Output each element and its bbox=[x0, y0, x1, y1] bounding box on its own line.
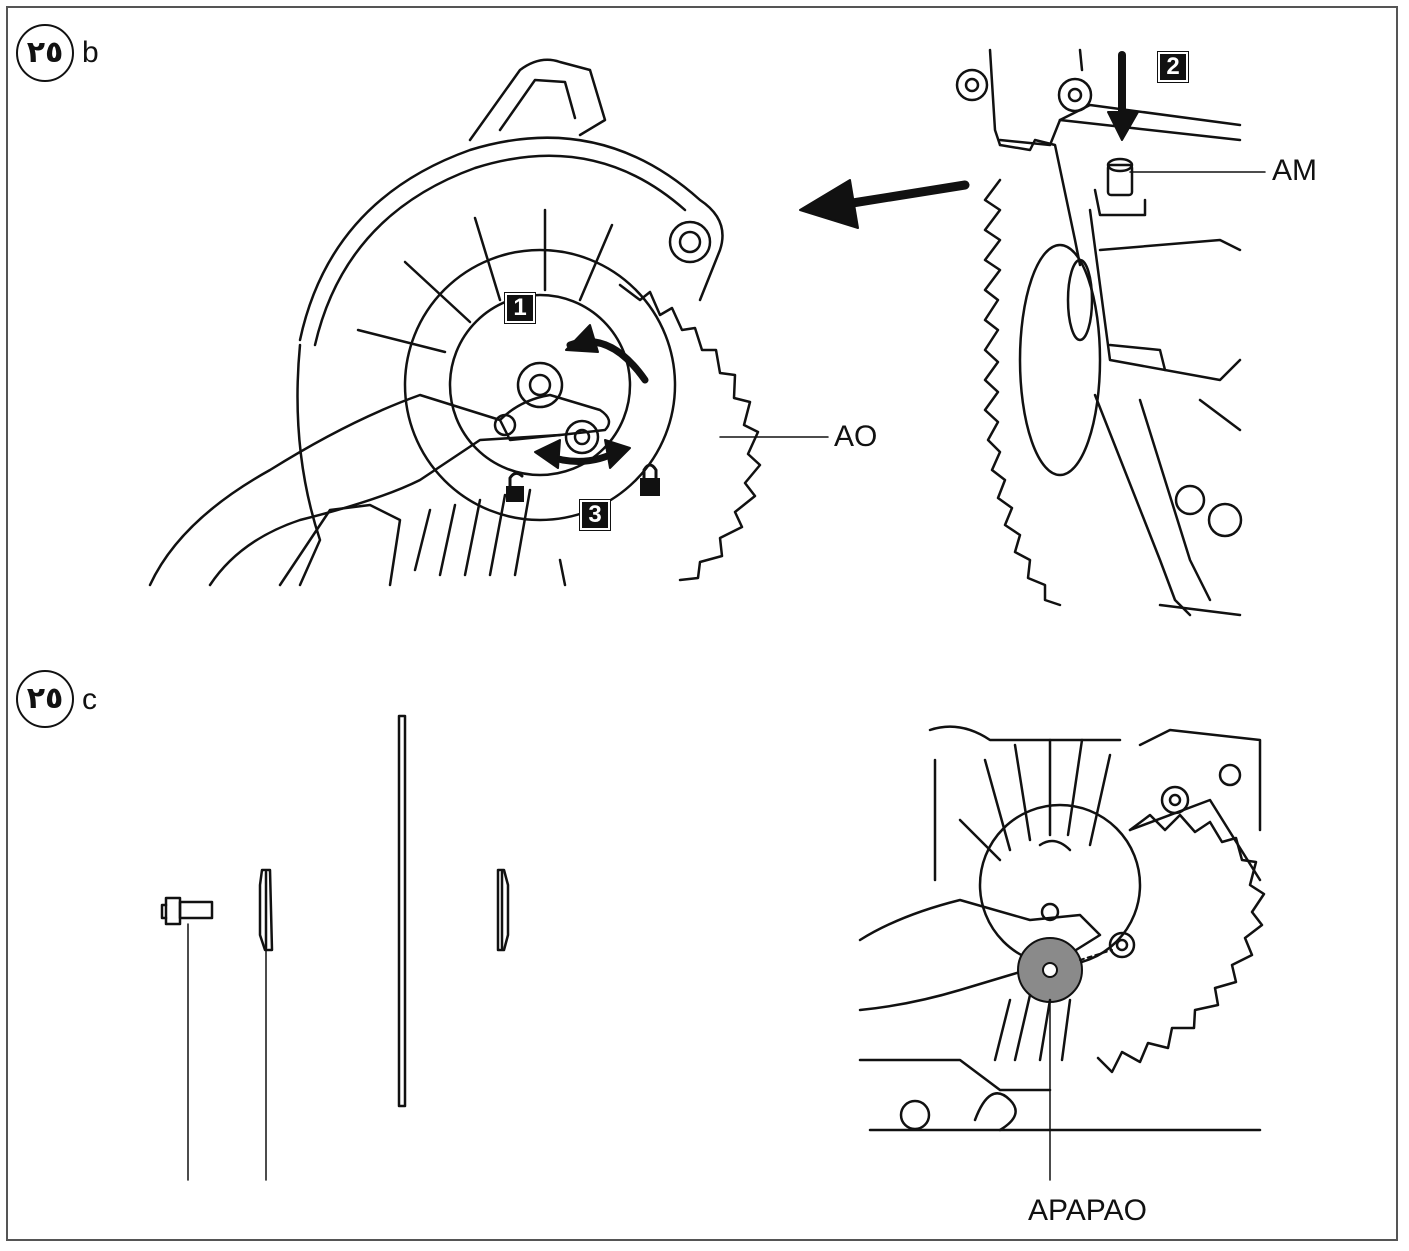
figure-frame bbox=[6, 6, 1398, 1241]
direction-arrow bbox=[799, 179, 970, 229]
figure-number-b: ٢٥ bbox=[16, 24, 74, 82]
unlock-icon bbox=[506, 486, 524, 502]
figure-number-c: ٢٥ bbox=[16, 670, 74, 728]
panel-letter-b: b bbox=[82, 36, 99, 69]
exploded-parts bbox=[160, 714, 510, 1181]
callout-apapao: APAPAO bbox=[1028, 1194, 1147, 1227]
callout-ao: AO bbox=[834, 420, 878, 453]
step-badge-2: 2 bbox=[1157, 51, 1189, 83]
callout-am: AM bbox=[1272, 154, 1317, 187]
saw-head-illustration bbox=[148, 58, 762, 587]
hub-view-illustration bbox=[858, 725, 1266, 1181]
step-badge-1: 1 bbox=[504, 292, 536, 324]
panel-letter-c: c bbox=[82, 683, 97, 716]
lock-icon bbox=[640, 478, 660, 496]
side-view-illustration bbox=[955, 48, 1243, 617]
step-badge-3: 3 bbox=[579, 499, 611, 531]
